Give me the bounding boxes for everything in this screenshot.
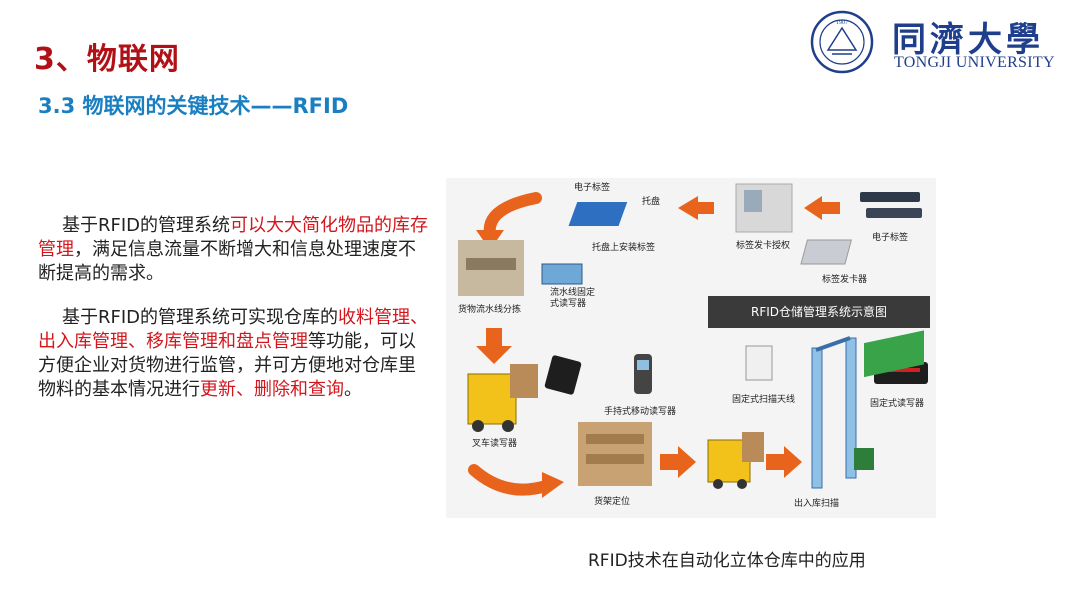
fixed-reader-line-image [541,263,583,285]
logo-english-name: TONGJI UNIVERSITY [894,54,1055,71]
slide-subtitle: 3.3 物联网的关键技术——RFID [38,94,349,118]
tag-issuer-image [800,239,853,265]
arrow-left-icon [804,196,840,220]
forklift-reader-image [544,355,582,395]
body-text: 基于RFID的管理系统可以大大简化物品的库存管理，满足信息流量不断增大和信息处理… [38,214,430,422]
label-conveyor: 货物流水线分拣 [458,305,522,315]
label-fixed-reader: 固定式读写器 [870,399,925,409]
arrow-down-icon [476,328,512,364]
highlight-text: 更新、删除和查询 [200,379,344,400]
fixed-antenna-image [745,345,773,381]
label-tag-issue-auth: 标签发卡授权 [736,241,791,251]
rfid-warehouse-diagram: 电子标签 托盘 托盘上安装标签 标签发卡授权 电子标签 标签发卡器 货物流水线分… [446,178,936,518]
label-fixed-antenna: 固定式扫描天线 [732,395,796,405]
label-forklift-reader: 叉车读写器 [472,439,518,449]
diagram-graphics [458,183,928,498]
diagram-banner: RFID仓储管理系统示意图 [708,296,930,328]
electronic-tag-image [866,208,922,218]
forklift-image [467,373,517,425]
label-handheld-reader: 手持式移动读写器 [604,407,677,417]
label-fixed-reader-line: 流水线固定 式读写器 [550,288,596,309]
electronic-tag-image [860,192,920,202]
label-electronic-tag-right: 电子标签 [872,233,909,243]
university-seal-icon: 1907 [810,10,874,74]
logo-chinese-name: 同濟大學 [892,20,1044,60]
curved-arrow-icon [483,192,542,240]
seal-year: 1907 [836,20,848,26]
arrow-left-icon [678,196,714,220]
paragraph-1: 基于RFID的管理系统可以大大简化物品的库存管理，满足信息流量不断增大和信息处理… [38,215,429,284]
label-shelf-position: 货架定位 [594,497,631,507]
label-pallet-install: 托盘上安装标签 [592,243,656,253]
gate-image [811,347,823,489]
curved-arrow-icon [468,464,552,496]
university-logo: 1907 同濟大學 TONGJI UNIVERSITY [808,8,1078,78]
truck-image [864,330,924,378]
highlight-text: 可以大大简化物品的库存管理 [38,215,429,260]
arrow-head-icon [542,472,564,498]
label-in-out-scan: 出入库扫描 [794,499,840,509]
diagram-caption: RFID技术在自动化立体仓库中的应用 [588,551,866,571]
label-tag-issuer: 标签发卡器 [822,275,868,285]
paragraph-2: 基于RFID的管理系统可实现仓库的收料管理、出入库管理、移库管理和盘点管理等功能… [38,307,429,400]
highlight-text: 收料管理、出入库管理、移库管理和盘点管理 [38,307,429,352]
arrow-right-icon [660,446,696,478]
slide-title: 3、物联网 [34,42,180,77]
arrow-right-icon [766,446,802,478]
label-electronic-tag: 电子标签 [574,183,611,193]
label-pallet: 托盘 [642,197,661,207]
pallet-image [568,202,628,226]
